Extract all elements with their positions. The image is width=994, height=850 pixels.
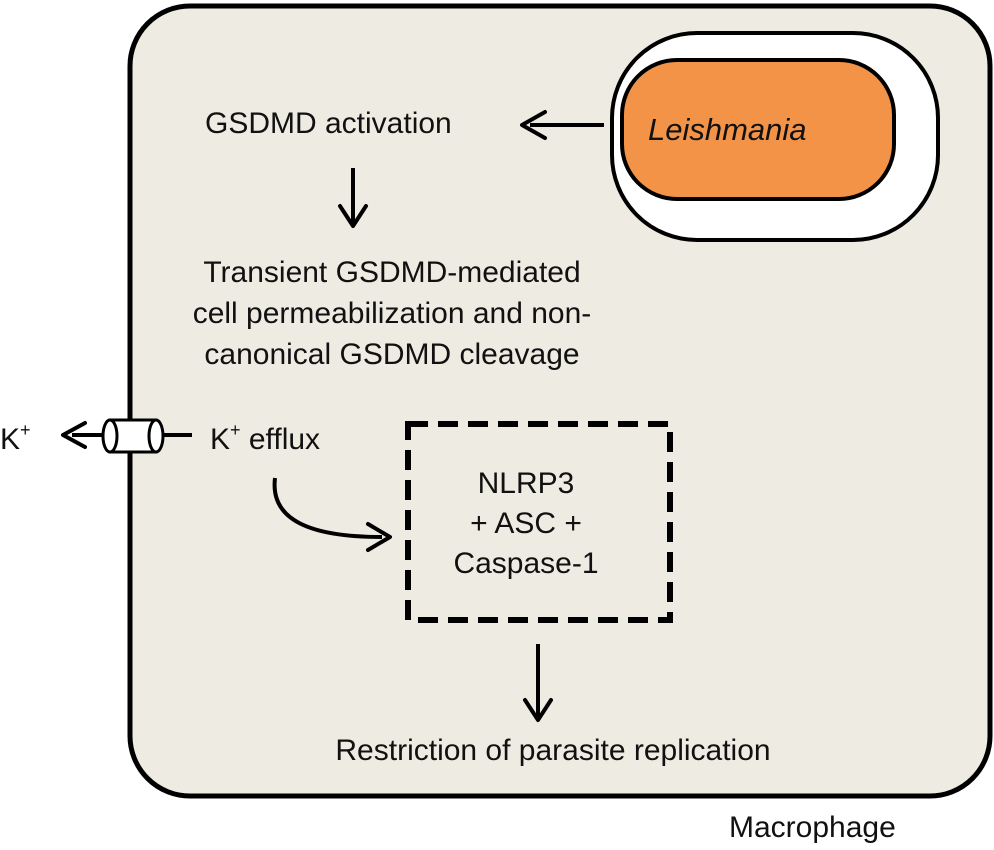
gsdmd-activation-label: GSDMD activation	[205, 107, 452, 140]
potassium-charge: +	[20, 420, 31, 440]
inflammasome-label: NLRP3 + ASC + Caspase-1	[406, 464, 646, 584]
restriction-label: Restriction of parasite replication	[335, 734, 771, 767]
inflammasome-line-asc: + ASC +	[470, 507, 582, 540]
k-efflux-symbol: K	[210, 423, 231, 456]
macrophage-label: Macrophage	[729, 811, 896, 844]
leishmania-parasite	[620, 58, 896, 201]
leishmania-label: Leishmania	[648, 112, 807, 147]
k-efflux-label: K+ efflux	[210, 420, 321, 458]
k-efflux-charge: +	[230, 420, 241, 440]
arrow-head-gsdmd-to-permeabilization	[338, 204, 368, 228]
arrow-head-inflammasome-to-restriction	[523, 698, 553, 722]
permeabilization-label: Transient GSDMD-mediated cell permeabili…	[132, 252, 652, 375]
permeabilization-line-1: Transient GSDMD-mediated	[203, 256, 581, 289]
permeabilization-line-2: cell permeabilization and non-	[192, 297, 592, 330]
inflammasome-line-nlrp3: NLRP3	[477, 467, 575, 500]
arrow-head-k-efflux-outward	[61, 421, 87, 449]
k-efflux-word: efflux	[248, 423, 321, 456]
inflammasome-box	[405, 421, 673, 623]
permeabilization-line-3: canonical GSDMD cleavage	[204, 338, 580, 371]
potassium-symbol: K	[0, 423, 21, 456]
arrow-head-leishmania-to-gsdmd	[520, 110, 547, 140]
potassium-channel	[101, 418, 165, 454]
potassium-outside-label: K+	[0, 420, 31, 458]
inflammasome-line-caspase: Caspase-1	[453, 547, 599, 580]
arrow-head-k-efflux-to-inflammasome	[366, 522, 392, 552]
arrow-k-efflux-to-inflammasome	[272, 477, 383, 539]
